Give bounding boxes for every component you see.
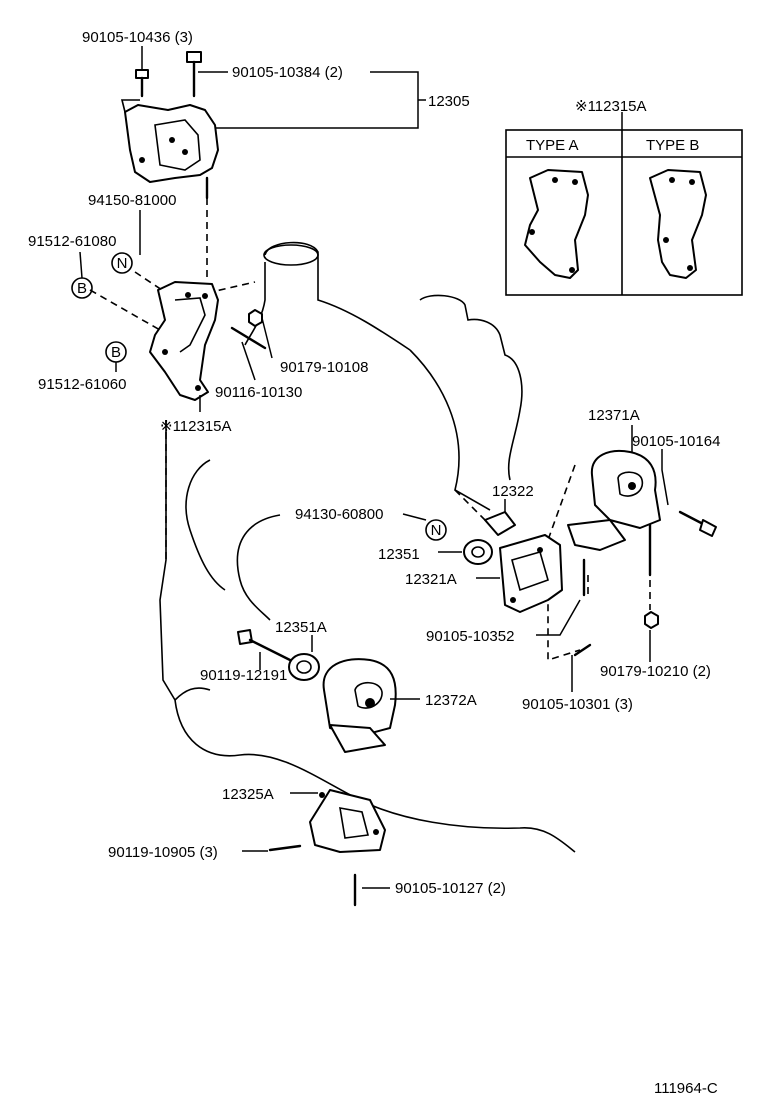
label-91512-61080: 91512-61080 [28,233,116,250]
bolt-90105-10384 [186,51,202,98]
label-12371A: 12371A [588,407,640,424]
stud-90116-10130 [230,326,267,350]
marker-n-top: N [111,252,133,274]
label-90119-12191: 90119-12191 [200,667,287,684]
bolt-90105-10436 [135,69,149,98]
label-90105-10301: 90105-10301 (3) [522,696,633,713]
bracket-12321A [499,534,563,613]
rear-mount-12372A [322,658,397,753]
label-94150-81000: 94150-81000 [88,192,176,209]
label-90105-10164: 90105-10164 [632,433,720,450]
bracket-112315A [149,281,219,401]
label-90105-10352: 90105-10352 [426,628,514,645]
label-91512-61060: 91512-61060 [38,376,126,393]
marker-b-label: B [77,280,87,297]
label-112315A-box: ※112315A [575,98,647,115]
label-90105-10384: 90105-10384 (2) [232,64,343,81]
label-90116-10130: 90116-10130 [215,384,302,401]
type-table [505,112,743,296]
type-b-header: TYPE B [646,137,699,154]
engine-block-outline [159,241,576,853]
bolt-90105-10164 [678,510,717,537]
bracket-12322 [484,511,516,536]
bushing-12351A [288,653,320,681]
label-90105-10127: 90105-10127 (2) [395,880,506,897]
bolt-90119-12191 [237,629,292,662]
marker-n-label: N [431,522,442,539]
upper-engine-mount-12305 [120,99,219,183]
nut-90179-10108 [248,309,263,327]
label-90119-10905: 90119-10905 (3) [108,844,218,861]
bolt-90105-10301 [573,643,592,657]
marker-b-label: B [111,344,121,361]
bushing-12351 [463,539,493,565]
label-12351: 12351 [378,546,420,563]
marker-n-label: N [117,255,128,272]
label-90105-10436: 90105-10436 (3) [82,29,193,46]
marker-b-top: B [71,277,93,299]
label-12351A: 12351A [275,619,327,636]
label-12321A: 12321A [405,571,457,588]
label-94130-60800: 94130-60800 [295,506,383,523]
label-112315A-left: ※112315A [160,418,232,435]
diagram-id: 111964-C [654,1080,718,1097]
bracket-12325A [309,789,386,853]
label-12305: 12305 [428,93,470,110]
callout-labels: 90105-10436 (3) 90105-10384 (2) 12305 94… [28,29,720,1097]
bolt-90119-10905 [268,844,302,852]
marker-n-right: N [425,519,447,541]
type-a-header: TYPE A [526,137,579,154]
marker-b-lower: B [105,341,127,363]
label-12322: 12322 [492,483,534,500]
label-12372A: 12372A [425,692,477,709]
leader-lines [79,46,669,889]
label-12325A: 12325A [222,786,274,803]
nut-90179-10210 [644,611,659,629]
label-90179-10210: 90179-10210 (2) [600,663,711,680]
right-mount-12371A [567,450,661,551]
label-90179-10108: 90179-10108 [280,359,368,376]
